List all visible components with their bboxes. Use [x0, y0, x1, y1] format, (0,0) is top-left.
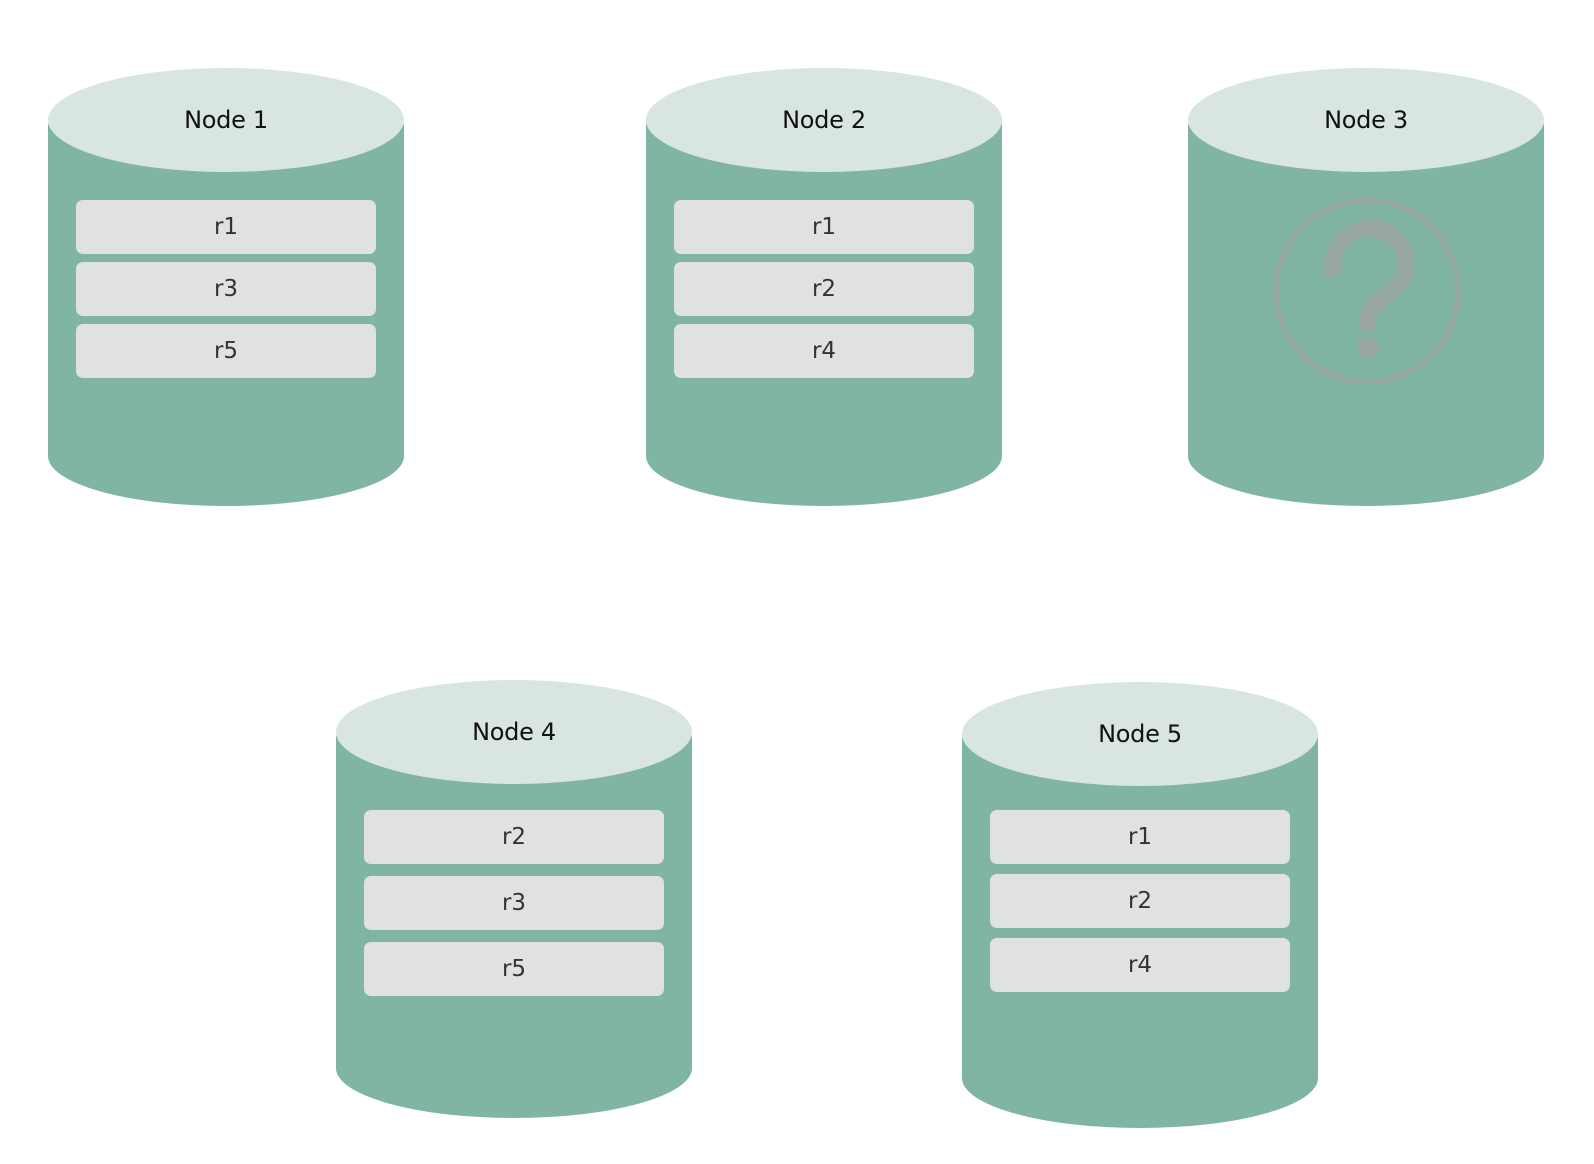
- replica-box: r3: [76, 262, 376, 316]
- replica-box: r1: [76, 200, 376, 254]
- node-5-cylinder: Node 5 r1 r2 r4: [962, 682, 1318, 1128]
- replica-list: r1 r3 r5: [76, 200, 376, 386]
- replica-box: r4: [674, 324, 974, 378]
- replica-box: r2: [990, 874, 1290, 928]
- replica-list: r1 r2 r4: [674, 200, 974, 386]
- replica-box: r5: [76, 324, 376, 378]
- node-2-cylinder: Node 2 r1 r2 r4: [646, 68, 1002, 512]
- replica-box: r3: [364, 876, 664, 930]
- node-title: Node 4: [472, 718, 556, 746]
- replica-box: r1: [674, 200, 974, 254]
- node-title: Node 2: [782, 106, 866, 134]
- node-title: Node 5: [1098, 720, 1182, 748]
- replica-list: r1 r2 r4: [990, 810, 1290, 1000]
- replica-box: r2: [364, 810, 664, 864]
- node-4-cylinder: Node 4 r2 r3 r5: [336, 680, 692, 1124]
- node-3-cylinder: Node 3: [1188, 68, 1544, 512]
- node-1-cylinder: Node 1 r1 r3 r5: [48, 68, 404, 512]
- replica-box: r1: [990, 810, 1290, 864]
- node-title: Node 1: [184, 106, 268, 134]
- replica-box: r4: [990, 938, 1290, 992]
- node-title: Node 3: [1324, 106, 1408, 134]
- question-circle-icon: [1273, 197, 1461, 385]
- replica-box: r2: [674, 262, 974, 316]
- replica-box: r5: [364, 942, 664, 996]
- replica-list: r2 r3 r5: [364, 810, 664, 1004]
